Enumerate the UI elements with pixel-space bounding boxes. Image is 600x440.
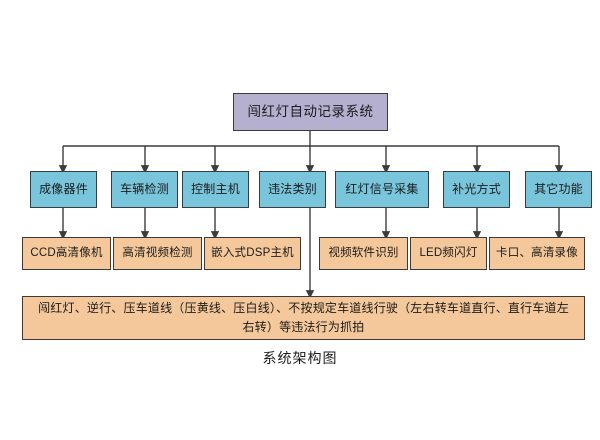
node-title-system-label: 闯红灯自动记录系统: [247, 103, 374, 119]
node-description-violations: 闯红灯、逆行、压车道线（压黄线、压白线）、不按规定车道线行驶（左右转车道直行、直…: [22, 296, 585, 340]
node-detail-video-software-recognition: 视频软件识别: [319, 237, 408, 270]
node-category-violation-type: 违法类别: [259, 171, 326, 208]
node-detail-embedded-dsp-host: 嵌入式DSP主机: [204, 237, 301, 270]
node-detail-checkpoint-hd-recording: 卡口、高清录像: [489, 237, 585, 270]
node-category-fill-light-label: 补光方式: [452, 182, 501, 196]
node-category-imaging-device: 成像器件: [30, 171, 97, 208]
node-detail-video-software-recognition-label: 视频软件识别: [328, 247, 399, 260]
node-detail-led-strobe-light: LED频闪灯: [410, 237, 487, 270]
node-category-vehicle-detection: 车辆检测: [111, 171, 178, 208]
node-detail-ccd-hd-camera: CCD高清像机: [22, 237, 111, 270]
node-category-red-light-signal-label: 红灯信号采集: [345, 182, 419, 196]
node-category-vehicle-detection-label: 车辆检测: [120, 182, 169, 196]
diagram-caption: 系统架构图: [262, 350, 338, 366]
node-title-system: 闯红灯自动记录系统: [233, 93, 388, 131]
node-category-other-functions: 其它功能: [525, 171, 592, 208]
node-description-violations-label: 闯红灯、逆行、压车道线（压黄线、压白线）、不按规定车道线行驶（左右转车道直行、直…: [38, 301, 569, 334]
node-category-other-functions-label: 其它功能: [534, 182, 583, 196]
node-category-fill-light: 补光方式: [443, 171, 510, 208]
node-detail-hd-video-detection: 高清视频检测: [113, 237, 202, 270]
node-detail-hd-video-detection-label: 高清视频检测: [122, 247, 193, 260]
node-detail-embedded-dsp-host-label: 嵌入式DSP主机: [211, 247, 294, 260]
node-category-violation-type-label: 违法类别: [268, 182, 317, 196]
node-detail-led-strobe-light-label: LED频闪灯: [419, 247, 478, 260]
node-category-control-host-label: 控制主机: [191, 182, 240, 196]
node-category-imaging-device-label: 成像器件: [39, 182, 88, 196]
node-category-control-host: 控制主机: [182, 171, 249, 208]
node-detail-ccd-hd-camera-label: CCD高清像机: [30, 247, 103, 260]
node-detail-checkpoint-hd-recording-label: 卡口、高清录像: [496, 247, 578, 260]
node-category-red-light-signal: 红灯信号采集: [335, 171, 429, 208]
